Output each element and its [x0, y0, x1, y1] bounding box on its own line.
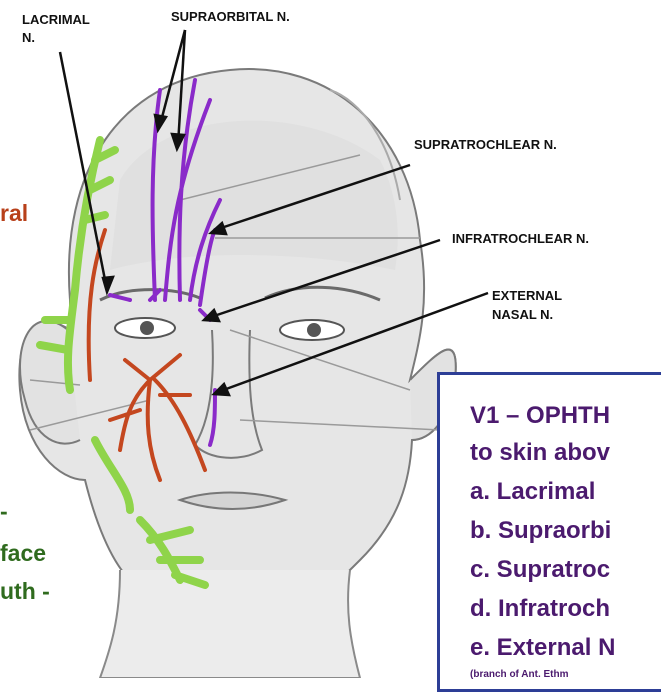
supraorbital-label: SUPRAORBITAL N. — [171, 9, 290, 25]
infratrochlear-label: INFRATROCHLEAR N. — [452, 231, 589, 247]
red-side-text: ral — [0, 200, 28, 227]
info-box-line-3: a. Lacrimal — [470, 478, 595, 506]
head-drawing — [19, 69, 455, 678]
lacrimal-label-line2: N. — [22, 30, 35, 46]
green-side-text-line1: - — [0, 496, 8, 527]
info-box-line-2: to skin abov — [470, 439, 610, 467]
info-box-line-5: c. Supratroc — [470, 556, 610, 584]
left-iris — [140, 321, 154, 335]
ophthalmic-info-box: V1 – OPHTH to skin abov a. Lacrimal b. S… — [437, 372, 661, 692]
neck — [100, 570, 360, 678]
right-iris — [307, 323, 321, 337]
lacrimal-label-line1: LACRIMAL — [22, 12, 90, 28]
external-nasal-label-line2: NASAL N. — [492, 307, 553, 323]
info-box-line-6: d. Infratroch — [470, 595, 610, 623]
info-box-line-8: (branch of Ant. Ethm — [470, 669, 569, 680]
supratrochlear-label: SUPRATROCHLEAR N. — [414, 137, 557, 153]
green-side-text-line3: uth - — [0, 576, 50, 607]
external-nasal-label-line1: EXTERNAL — [492, 288, 562, 304]
info-box-line-7: e. External N — [470, 634, 615, 662]
green-side-text-line2: face — [0, 538, 46, 569]
info-box-line-4: b. Supraorbi — [470, 517, 611, 545]
info-box-line-1: V1 – OPHTH — [470, 402, 610, 430]
